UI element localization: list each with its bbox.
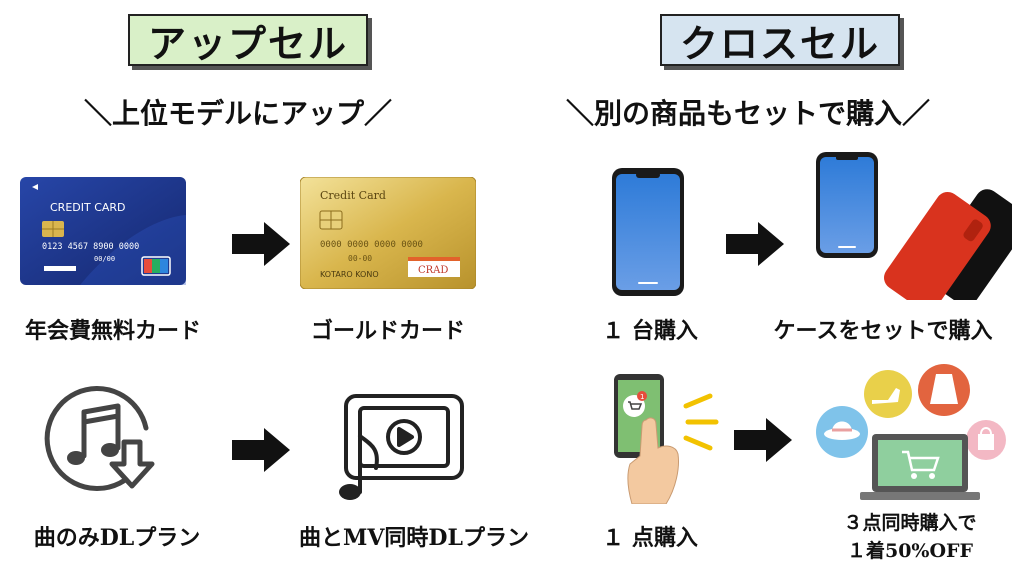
blue-card-expiry: 00/00	[94, 255, 115, 263]
one-unit-label: １ 台購入	[602, 318, 698, 344]
three-item-offer-line2: １着50%OFF	[846, 540, 974, 562]
gold-card-expiry: 00-00	[348, 254, 372, 263]
crosssell-subtitle: ＼別の商品もセットで購入／	[566, 97, 931, 130]
music-video-icon	[336, 392, 466, 504]
gold-card-number: 0000 0000 0000 0000	[320, 240, 423, 250]
arrow-icon	[726, 222, 786, 266]
three-item-offer-line1: ３点同時購入で	[843, 512, 977, 534]
free-card-label: 年会費無料カード	[24, 318, 201, 344]
case-set-label: ケースをセットで購入	[773, 318, 993, 344]
gold-card-label: ゴールドカード	[310, 318, 465, 344]
smartphone-image	[612, 168, 684, 296]
arrow-icon	[232, 222, 292, 266]
song-mv-plan-label: 曲とMV同時DLプラン	[299, 525, 529, 551]
blue-card-number: 0123 4567 8900 0000	[42, 242, 139, 252]
online-shopping-image	[808, 360, 1016, 504]
cart-badge-count: 1	[640, 393, 644, 401]
free-credit-card-image: CREDIT CARD 0123 4567 8900 0000 00/00	[20, 177, 186, 285]
hand-tap-phone-image: 1	[606, 372, 724, 504]
gold-card-brand: Credit Card	[320, 189, 386, 202]
one-item-label: １ 点購入	[602, 525, 698, 551]
music-download-icon	[40, 382, 164, 498]
crosssell-title: クロスセル	[660, 14, 900, 66]
gold-credit-card-image: Credit Card 0000 0000 0000 0000 00-00 KO…	[300, 177, 476, 289]
arrow-icon	[232, 428, 292, 472]
upsell-subtitle: ＼上位モデルにアップ／	[84, 97, 393, 130]
gold-card-badge: CRAD	[418, 265, 448, 276]
gold-card-holder: KOTARO KONO	[320, 270, 379, 279]
song-only-plan-label: 曲のみDLプラン	[33, 525, 201, 551]
upsell-title: アップセル	[128, 14, 368, 66]
arrow-icon	[734, 418, 794, 462]
smartphone-with-case-image	[816, 152, 1012, 300]
blue-card-brand: CREDIT CARD	[50, 201, 126, 214]
